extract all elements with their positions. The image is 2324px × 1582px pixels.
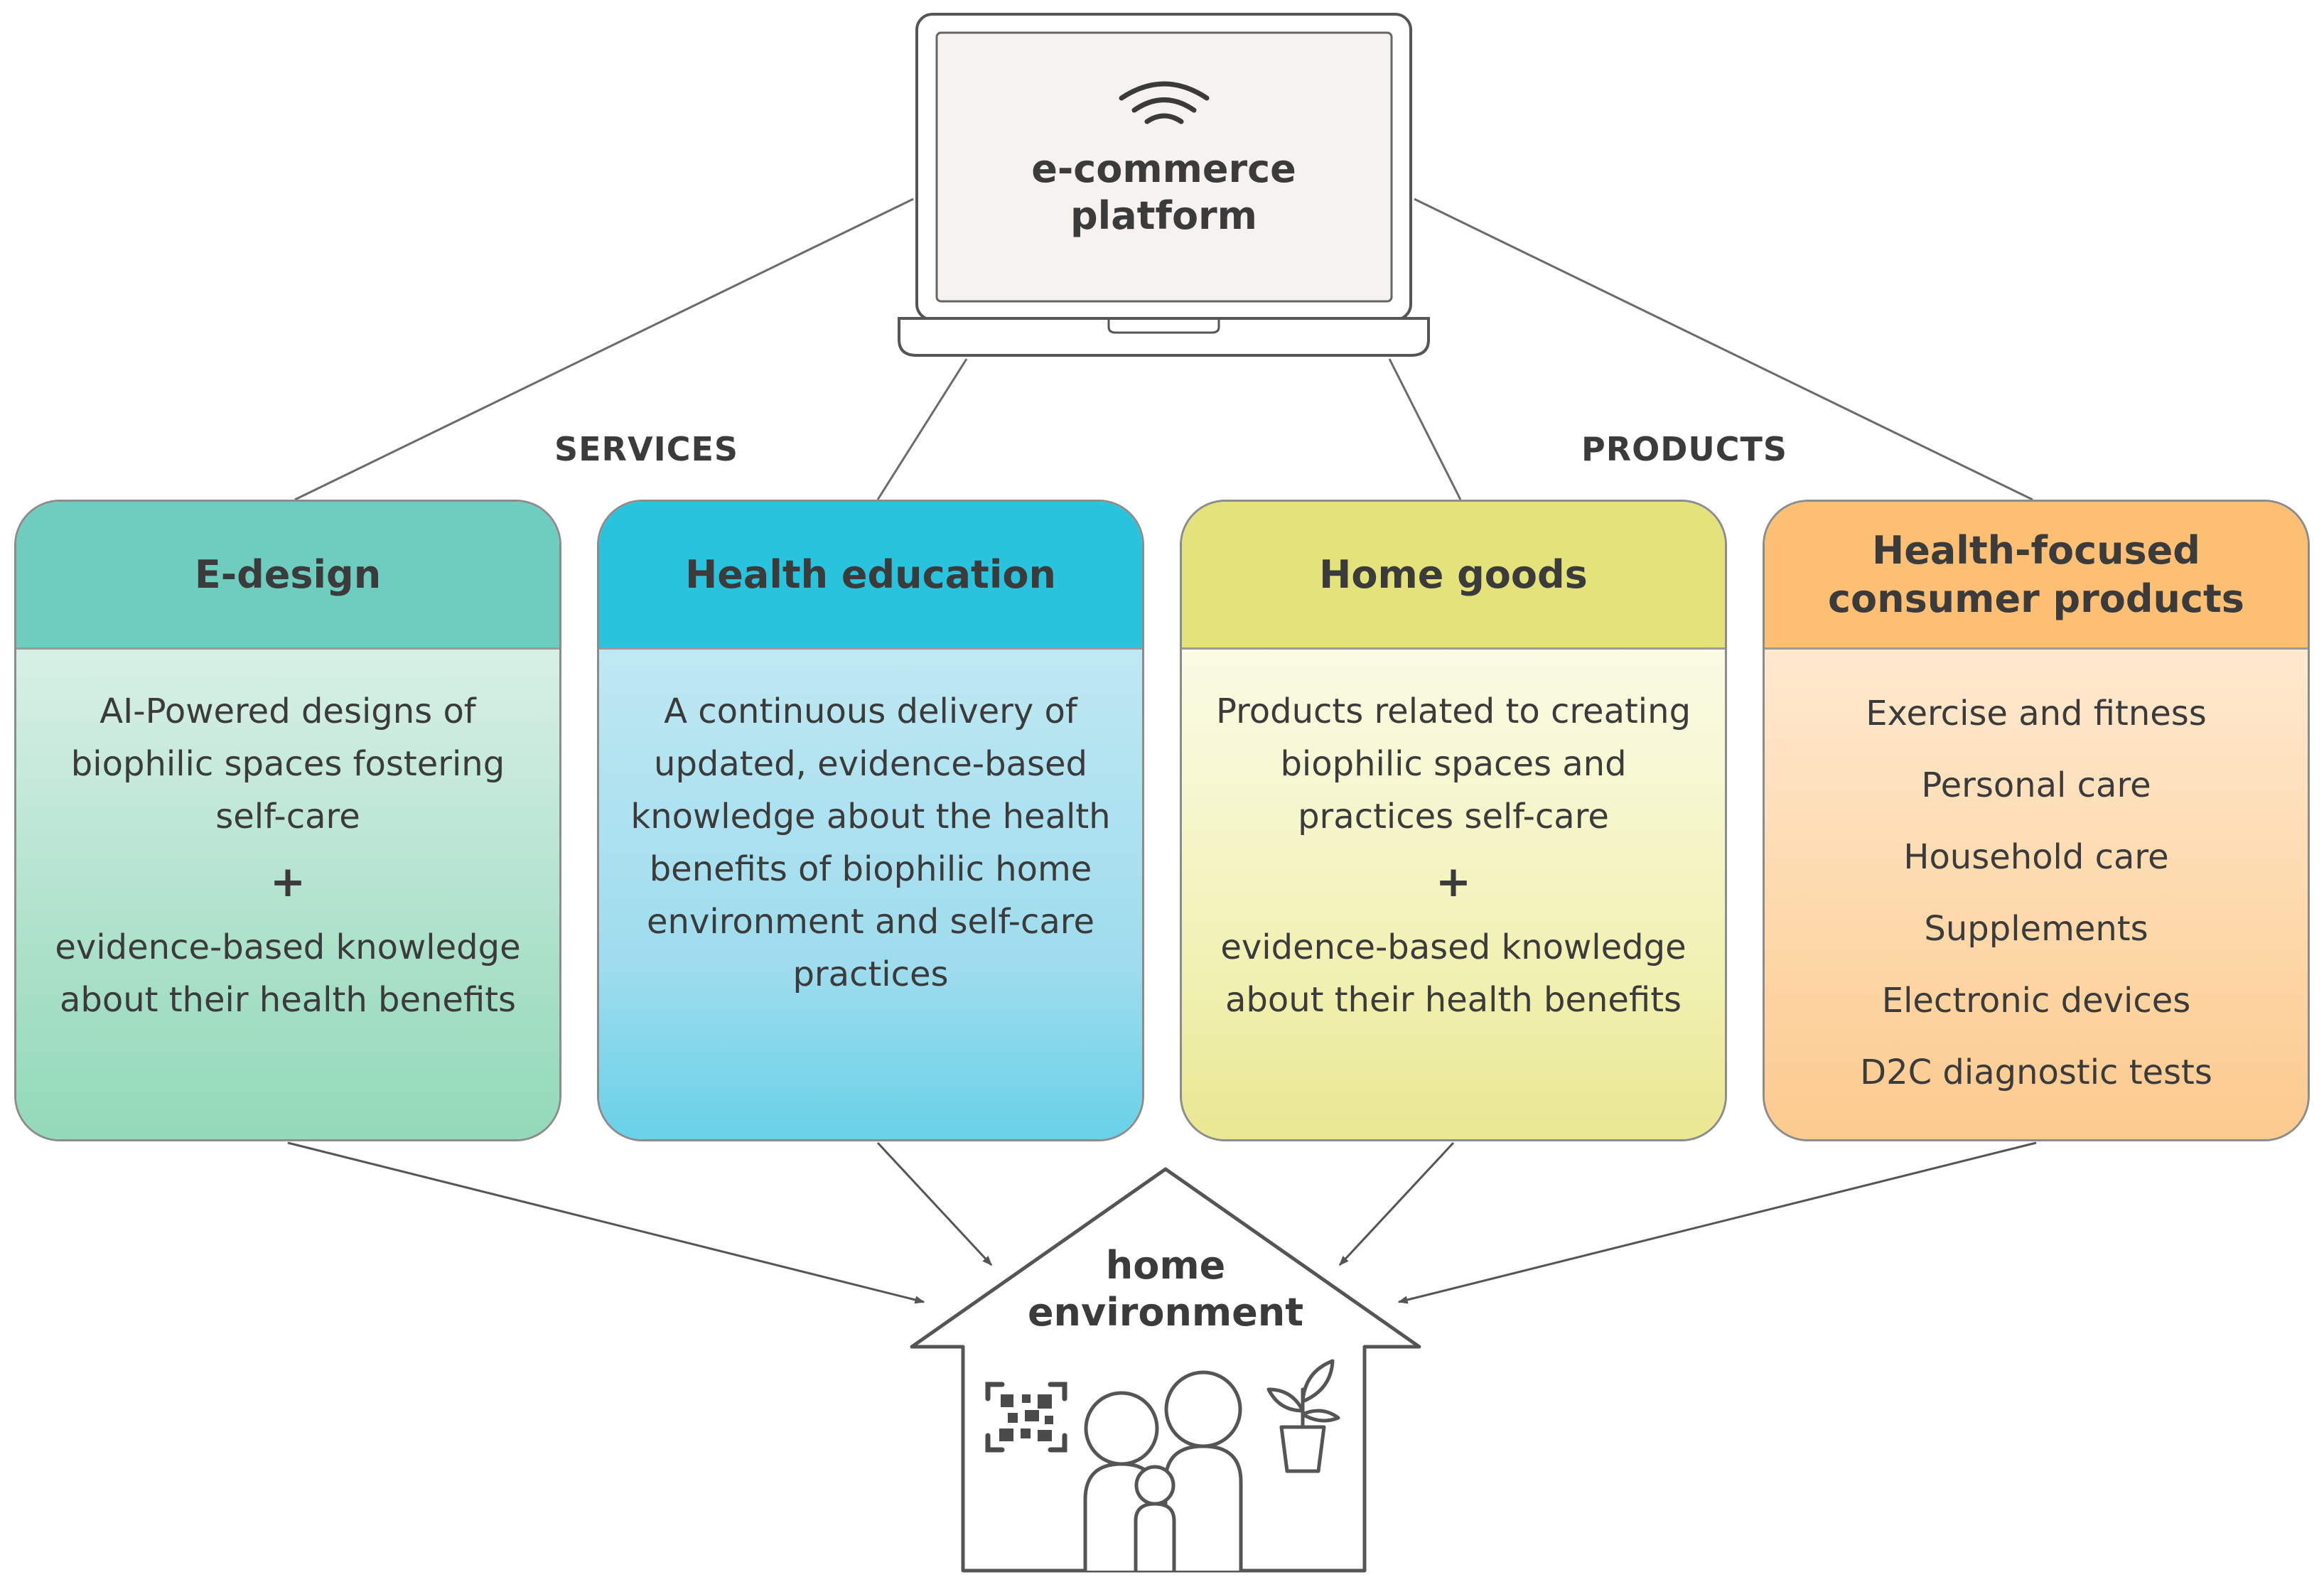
laptop-icon	[898, 13, 1430, 357]
house-title-line1: home	[1105, 1243, 1226, 1288]
edesign-text2: evidence-based knowledge about their hea…	[55, 927, 521, 1020]
connector-laptop-edesign	[294, 198, 914, 501]
arrow-edesign-house	[287, 1141, 925, 1304]
edesign-text1: AI-Powered designs of biophilic spaces f…	[70, 692, 505, 836]
list-item: Personal care	[1921, 765, 2151, 805]
list-item: Supplements	[1924, 909, 2148, 949]
arrow-consumer-house	[1397, 1141, 2037, 1304]
edesign-body: AI-Powered designs of biophilic spaces f…	[16, 650, 559, 1139]
edesign-box: E-design AI-Powered designs of biophilic…	[14, 500, 561, 1141]
consumer-products-list: Exercise and fitness Personal care House…	[1765, 650, 2308, 1139]
house-title-line2: environment	[1027, 1290, 1304, 1335]
home-goods-box: Home goods Products related to creating …	[1180, 500, 1727, 1141]
home-goods-plus: +	[1435, 857, 1472, 907]
connector-laptop-health-education	[876, 358, 968, 500]
connector-laptop-consumer	[1414, 198, 2033, 501]
health-education-text: A continuous delivery of updated, eviden…	[630, 692, 1111, 994]
arrow-health-education-house	[876, 1141, 993, 1266]
edesign-title: E-design	[16, 502, 559, 650]
edesign-plus: +	[269, 857, 306, 907]
arrows-to-house	[287, 1141, 2037, 1304]
consumer-products-title: Health-focused consumer products	[1765, 502, 2308, 650]
laptop-title: e-commerce platform	[977, 146, 1350, 240]
health-education-body: A continuous delivery of updated, eviden…	[599, 650, 1142, 1139]
qr-code-icon	[985, 1382, 1067, 1453]
list-item: Exercise and fitness	[1866, 694, 2207, 733]
health-education-title: Health education	[599, 502, 1142, 650]
health-education-box: Health education A continuous delivery o…	[597, 500, 1144, 1141]
products-label: PRODUCTS	[1581, 430, 1788, 468]
family-icon	[1083, 1370, 1243, 1571]
house-title: home environment	[988, 1242, 1343, 1336]
home-goods-text2: evidence-based knowledge about their hea…	[1220, 927, 1686, 1020]
services-label: SERVICES	[554, 430, 739, 468]
laptop-title-line2: platform	[1070, 193, 1257, 238]
laptop-title-line1: e-commerce	[1031, 146, 1296, 191]
list-item: Electronic devices	[1881, 981, 2191, 1021]
list-item: D2C diagnostic tests	[1860, 1053, 2212, 1092]
list-item: Household care	[1903, 837, 2169, 877]
arrow-home-goods-house	[1338, 1141, 1455, 1266]
wifi-icon	[1119, 81, 1210, 124]
home-goods-body: Products related to creating biophilic s…	[1182, 650, 1725, 1139]
connector-laptop-home-goods	[1388, 358, 1462, 500]
potted-plant-icon	[1266, 1359, 1340, 1473]
consumer-products-box: Health-focused consumer products Exercis…	[1763, 500, 2310, 1141]
connector-lines	[294, 198, 2033, 501]
home-goods-title: Home goods	[1182, 502, 1725, 650]
home-goods-text1: Products related to creating biophilic s…	[1215, 692, 1691, 836]
